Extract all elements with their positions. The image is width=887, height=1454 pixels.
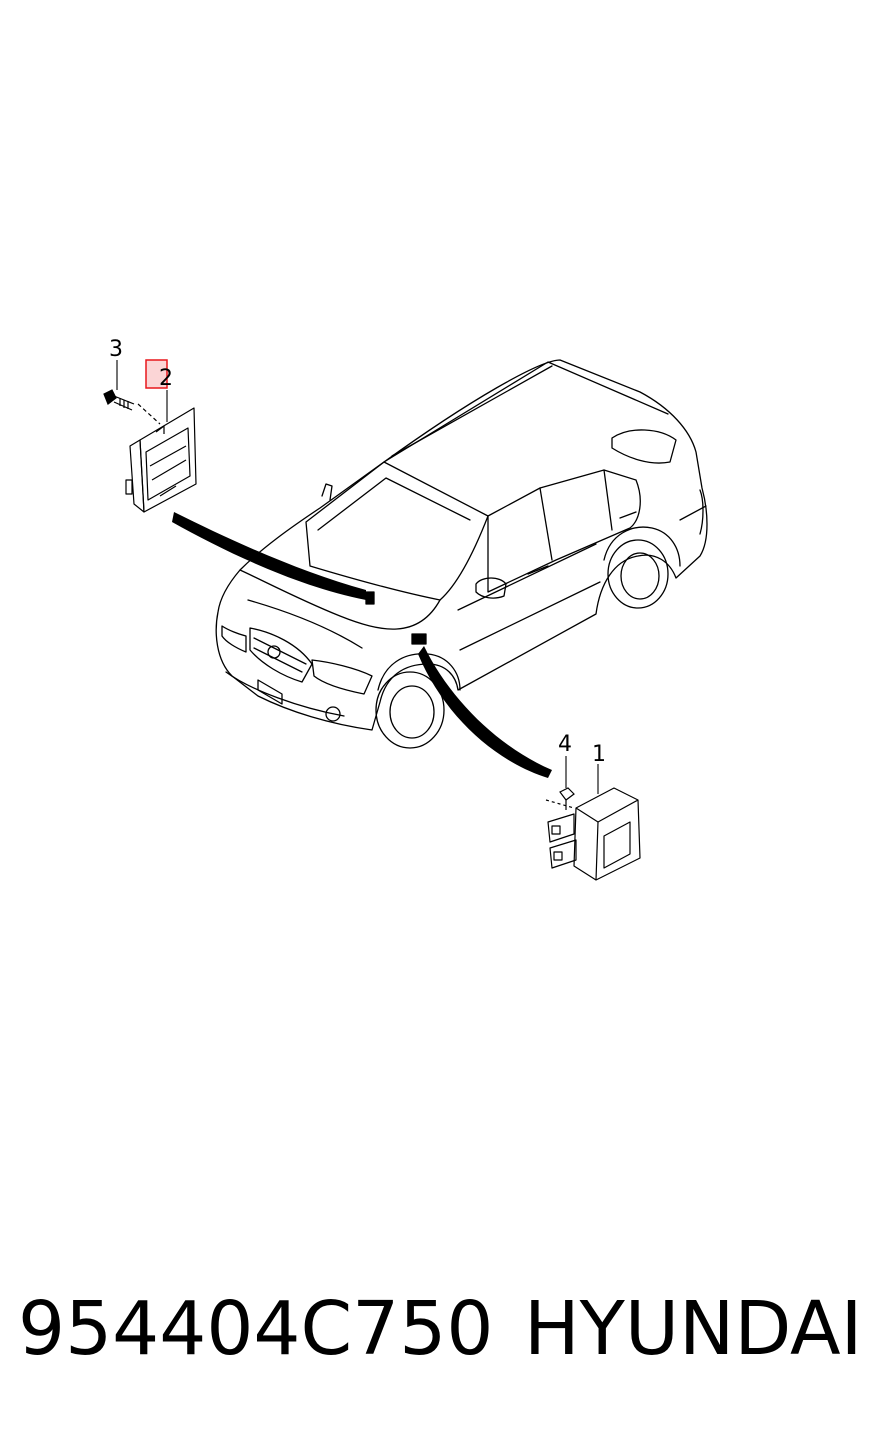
- highlight-box: [145, 359, 168, 389]
- leader-arrows: [172, 512, 552, 778]
- part-number-label: 954404C750: [18, 1286, 494, 1372]
- callout-label-2: 2: [159, 366, 173, 391]
- vehicle-illustration: [215, 359, 708, 749]
- callout-label-1: 1: [592, 742, 606, 767]
- callout-leaders: [116, 360, 599, 794]
- callout-label-4: 4: [558, 732, 572, 757]
- brand-label: HYUNDAI: [524, 1286, 863, 1372]
- clip-part-4: [559, 787, 575, 810]
- module-part-2: [125, 403, 197, 513]
- callout-label-3: 3: [109, 337, 123, 362]
- control-unit-part-1: [545, 787, 641, 881]
- bolt-part-3: [103, 389, 135, 411]
